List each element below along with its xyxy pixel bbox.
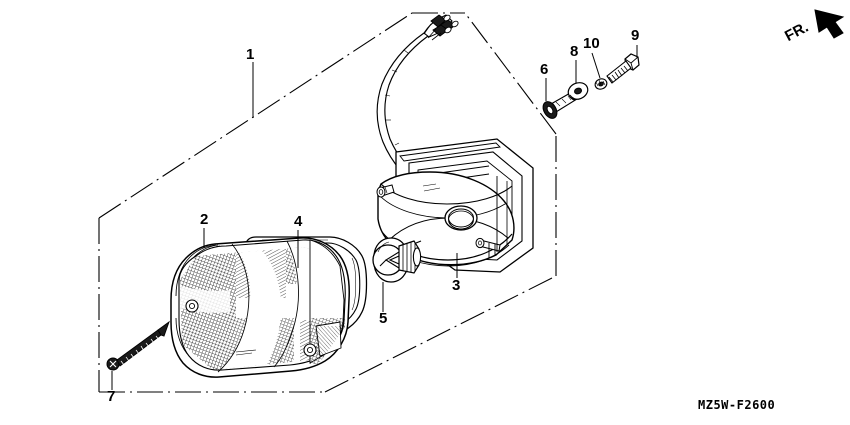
callout-8: 8 [570, 43, 579, 60]
callout-6: 6 [540, 61, 549, 78]
hex-bolt [606, 53, 640, 84]
diagram-code: MZ5W-F2600 [698, 398, 776, 412]
lens-screw-boss-upper [185, 299, 199, 313]
callout-5: 5 [379, 310, 388, 327]
assembly-boundary [98, 12, 557, 393]
housing-right-stud [475, 237, 501, 258]
bulb-socket-opening [444, 205, 478, 231]
callout-3: 3 [452, 277, 461, 294]
housing-left-stud [376, 184, 395, 198]
callout-4: 4 [294, 213, 303, 230]
flat-washer [567, 82, 589, 100]
callout-7: 7 [107, 388, 116, 405]
callout-2: 2 [200, 211, 209, 228]
callout-10: 10 [583, 35, 600, 52]
leader-lines [111, 45, 638, 390]
lens-screw-boss-lower [303, 343, 317, 357]
callout-1: 1 [246, 46, 255, 63]
arrow-up-right-icon [814, 9, 845, 39]
lens-tapping-screw [106, 320, 170, 371]
taillight-housing [376, 138, 534, 273]
taillight-bulb [372, 237, 422, 283]
leader-10 [591, 52, 601, 79]
wire-connector [423, 14, 459, 41]
callout-9: 9 [631, 27, 640, 44]
taillight-lens [170, 237, 350, 378]
spring-washer [594, 78, 608, 90]
